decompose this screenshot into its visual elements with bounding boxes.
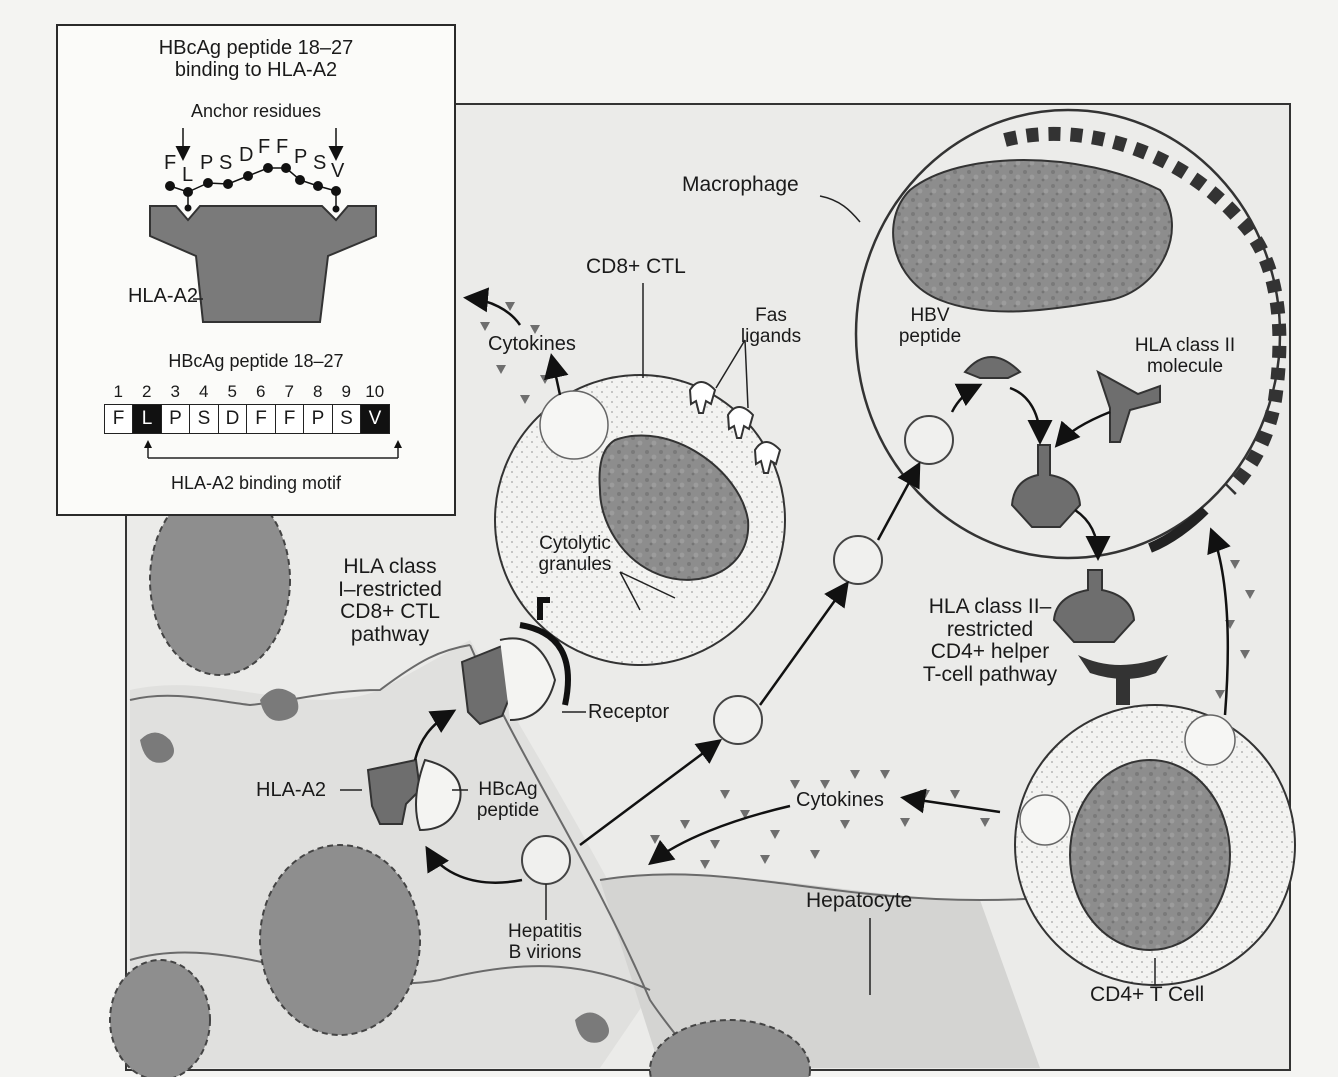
residue-cell: P bbox=[303, 404, 333, 434]
residue-cell: F bbox=[104, 404, 134, 434]
macrophage-nucleus bbox=[893, 160, 1172, 312]
cytokine-vesicle bbox=[540, 391, 608, 459]
hla-a2-label: HLA-A2 bbox=[256, 780, 326, 802]
cytokines-bottom-label: Cytokines bbox=[796, 790, 884, 812]
class-i-pathway-label: HLA class I–restricted CD8+ CTL pathway bbox=[320, 556, 460, 647]
hepatocyte-nucleus bbox=[260, 845, 420, 1035]
hepatocyte-nucleus bbox=[110, 960, 210, 1077]
residue-cell: P bbox=[161, 404, 191, 434]
cytolytic-granules-label: Cytolytic granules bbox=[520, 534, 630, 575]
motif-label: HLA-A2 binding motif bbox=[58, 474, 454, 493]
cd4-t-cell bbox=[1015, 705, 1295, 985]
hbv-peptide-label: HBV peptide bbox=[880, 306, 980, 347]
cd4-nucleus bbox=[1070, 760, 1230, 950]
hepatitis-b-virions-label: Hepatitis B virions bbox=[490, 922, 600, 963]
cytokines-top-label: Cytokines bbox=[488, 334, 576, 356]
receptor-label: Receptor bbox=[588, 702, 669, 724]
cd4-t-cell-label: CD4+ T Cell bbox=[1090, 984, 1204, 1007]
residue-cell: S bbox=[332, 404, 362, 434]
hla-a2-inset-label: HLA-A2 bbox=[58, 286, 198, 308]
motif-bracket bbox=[58, 436, 454, 476]
residue-cell: D bbox=[218, 404, 248, 434]
class-ii-pathway-label: HLA class II– restricted CD4+ helper T-c… bbox=[900, 596, 1080, 687]
hbcag-peptide-label: HBcAg peptide bbox=[462, 780, 554, 821]
hepatocyte-label: Hepatocyte bbox=[806, 890, 912, 913]
cd8-ctl-label: CD8+ CTL bbox=[586, 256, 686, 279]
residue-cell: S bbox=[189, 404, 219, 434]
hla-class-ii-molecule-label: HLA class II molecule bbox=[1120, 336, 1250, 377]
peptide-residues-curve: F L P S D F F P S V bbox=[158, 153, 180, 412]
fas-ligands-label: Fas ligands bbox=[726, 306, 816, 347]
residue-cell: F bbox=[275, 404, 305, 434]
peptide-sequence-row: F L P S D F F P S V bbox=[105, 404, 390, 434]
anchor-residue-cell: V bbox=[360, 404, 390, 434]
inset-panel: HBcAg peptide 18–27 binding to HLA-A2 An… bbox=[56, 24, 456, 516]
peptide-binding-artwork bbox=[58, 26, 454, 326]
anchor-residue-cell: L bbox=[132, 404, 162, 434]
sequence-title: HBcAg peptide 18–27 bbox=[58, 352, 454, 371]
macrophage-label: Macrophage bbox=[682, 174, 799, 197]
residue-cell: F bbox=[246, 404, 276, 434]
